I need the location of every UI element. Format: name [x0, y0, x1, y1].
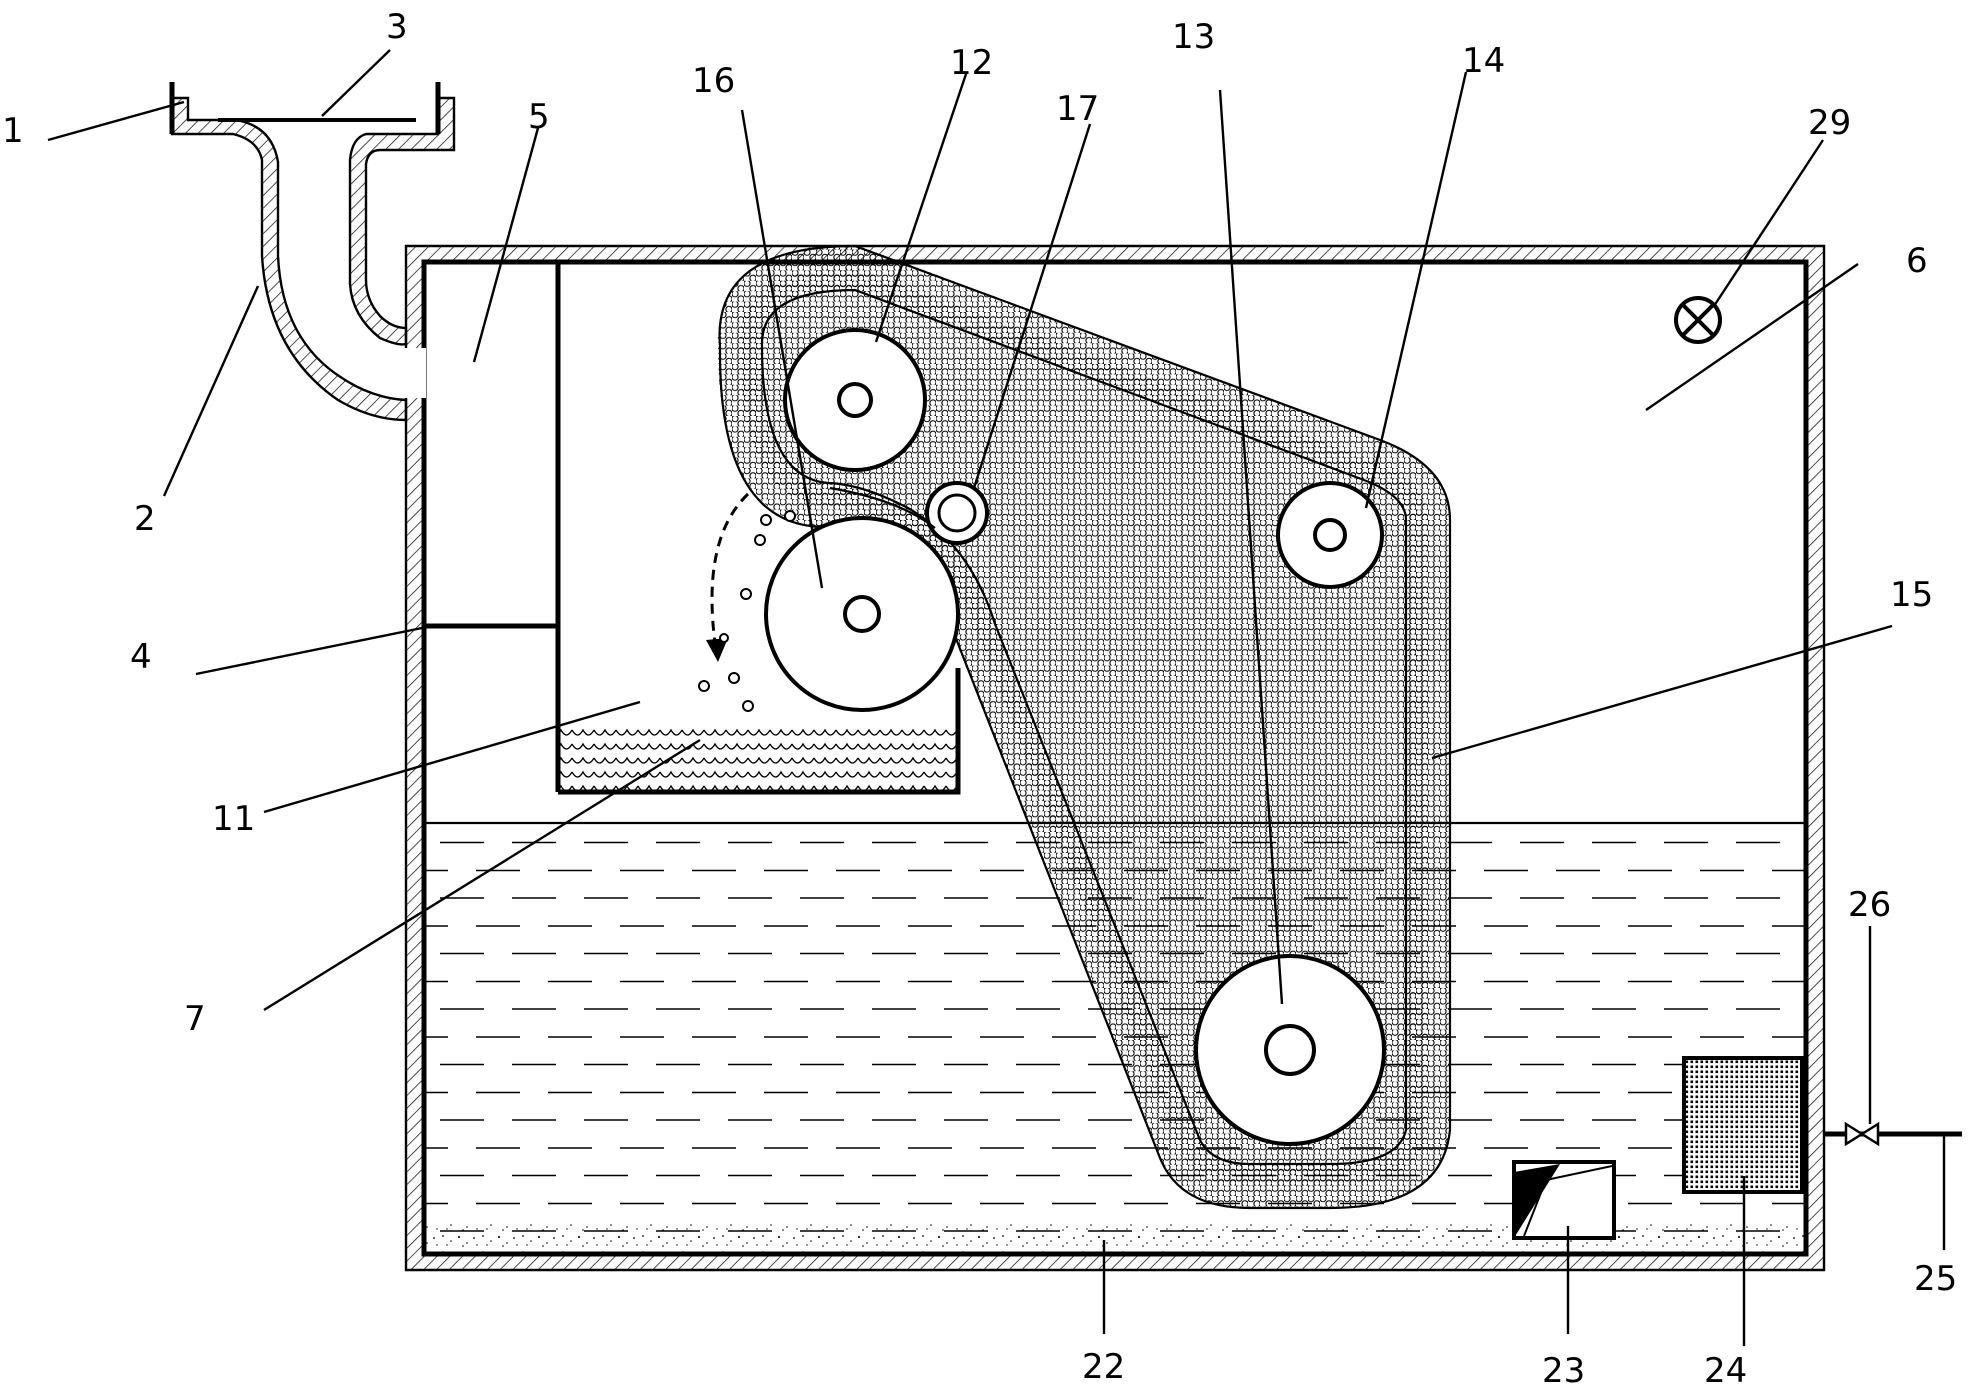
pump-23 — [1512, 1160, 1616, 1240]
mesh-belt-inner-edge — [760, 288, 1408, 1166]
rotation-arrow — [710, 492, 750, 651]
rotation-arrow-head — [706, 638, 728, 662]
label-1: 1 — [2, 111, 24, 151]
debris-particles — [698, 510, 796, 712]
lamp-29 — [1674, 296, 1722, 344]
label-5: 5 — [528, 97, 550, 137]
label-23: 23 — [1542, 1351, 1585, 1391]
trough-liquid — [560, 722, 956, 790]
label-26: 26 — [1848, 885, 1891, 925]
belt-contact-segment — [829, 486, 936, 529]
label-3: 3 — [386, 7, 408, 47]
label-15: 15 — [1890, 575, 1933, 615]
inlet-pipe-right-wall — [348, 96, 456, 346]
collection-trough — [558, 668, 961, 795]
label-25: 25 — [1914, 1259, 1957, 1299]
tank-inner-outline — [421, 259, 1809, 1257]
tension-roller-14 — [1276, 481, 1384, 589]
label-24: 24 — [1704, 1351, 1747, 1391]
press-roller-17 — [925, 481, 989, 545]
drive-roller-13 — [1194, 954, 1386, 1146]
label-2: 2 — [134, 499, 156, 539]
mesh-belt-band — [717, 246, 1450, 1208]
label-17: 17 — [1056, 89, 1099, 129]
label-22: 22 — [1082, 1347, 1125, 1387]
label-6: 6 — [1906, 241, 1928, 281]
label-29: 29 — [1808, 103, 1851, 143]
label-11: 11 — [212, 799, 255, 839]
squeeze-roller-16 — [764, 516, 960, 712]
label-16: 16 — [692, 61, 735, 101]
reference-numerals: 1 2 3 4 5 6 7 11 12 13 14 15 16 17 22 23… — [2, 7, 1957, 1391]
label-14: 14 — [1462, 41, 1505, 81]
valve-26 — [1844, 1121, 1880, 1147]
label-12: 12 — [950, 43, 993, 83]
mesh-belt — [739, 268, 1428, 1186]
leader-lines — [47, 49, 1946, 1346]
filter-24 — [1682, 1056, 1804, 1194]
funnel-rim — [169, 82, 441, 134]
inlet-pipe — [170, 96, 408, 422]
label-7: 7 — [184, 999, 206, 1039]
roller-12 — [783, 328, 927, 472]
inlet-opening — [404, 348, 426, 398]
label-13: 13 — [1172, 17, 1215, 57]
label-4: 4 — [130, 637, 152, 677]
